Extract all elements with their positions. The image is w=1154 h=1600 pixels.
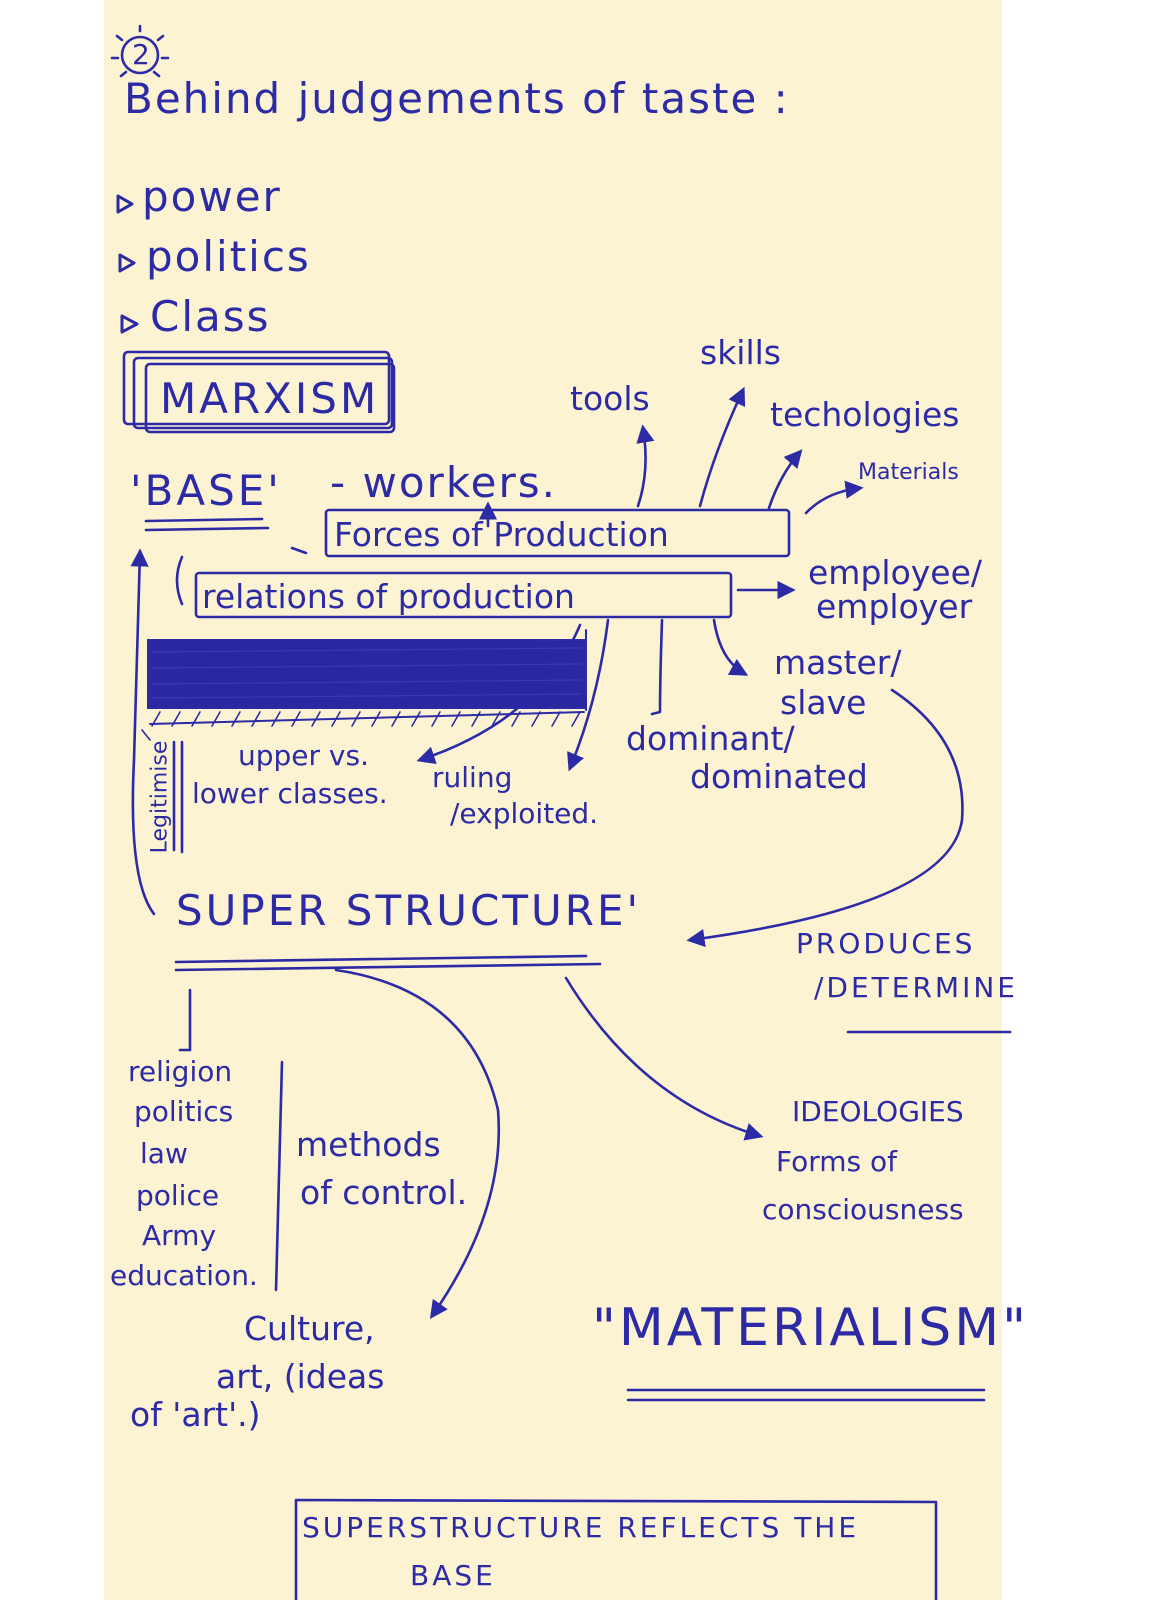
relation-employer: employer [816,587,973,626]
relations-box [194,571,733,619]
page-number-circle [120,35,160,75]
bullet-power: power [142,172,282,221]
bullet-triangle [120,314,139,334]
institution-police: police [136,1179,220,1212]
materialism-label: "MATERIALISM" [592,1298,1030,1358]
conclusion-line-1: SUPERSTRUCTURE REFLECTS THE [302,1511,860,1544]
institution-law: law [140,1137,188,1170]
institution-education: education. [110,1259,258,1292]
relation-lower-classes: lower classes. [192,777,388,810]
conclusion-line-2: BASE [410,1559,496,1592]
institution-politics: politics [134,1095,234,1128]
marxism-label: MARXISM [160,374,380,423]
ideologies-label: IDEOLOGIES [792,1095,964,1128]
relation-master: master/ [774,643,902,682]
bullet-class: Class [150,292,271,341]
legitimise-label: Legitimise [147,740,173,854]
forces-label: Forces of Production [334,515,669,554]
art-ideas-label: art, (ideas [216,1357,385,1396]
base-label: 'BASE' [130,466,282,515]
methods-label: methods [296,1125,441,1164]
institution-army: Army [142,1219,217,1252]
relation-employee: employee/ [808,553,983,592]
relation-upper-vs: upper vs. [238,739,369,772]
forms-of-label: Forms of [776,1145,898,1178]
forces-item-skills: skills [700,333,782,372]
produces-label: PRODUCES [796,927,976,960]
marxism-box-mid [132,356,394,430]
note-paper [104,0,1002,1600]
relation-ruling: ruling [432,761,513,794]
workers-label: - workers. [330,458,557,507]
forces-item-tools: tools [570,379,650,418]
marxism-box [144,362,396,434]
bullet-politics: politics [146,232,311,281]
determine-label: /DETERMINE [814,971,1018,1004]
forces-box [324,508,791,558]
relation-exploited: /exploited. [450,797,599,830]
page-title: Behind judgements of taste : [124,74,790,123]
marxism-box-back [122,350,391,426]
relation-slave: slave [780,683,867,722]
of-art-label: of 'art'.) [130,1395,261,1434]
institution-religion: religion [128,1055,233,1088]
bullet-triangle [118,253,136,273]
relation-dominated: dominated [690,757,868,796]
relations-label: relations of production [202,577,575,616]
bullet-triangle [116,194,134,214]
culture-label: Culture, [244,1309,375,1348]
consciousness-label: consciousness [762,1193,964,1226]
relation-dominant: dominant/ [626,719,795,758]
page-number: 2 [132,38,150,71]
control-label: of control. [300,1173,468,1212]
conclusion-box [294,1498,938,1600]
forces-item-technologies: techologies [770,395,960,434]
forces-item-materials: Materials [858,460,959,485]
superstructure-label: SUPER STRUCTURE' [176,886,642,935]
